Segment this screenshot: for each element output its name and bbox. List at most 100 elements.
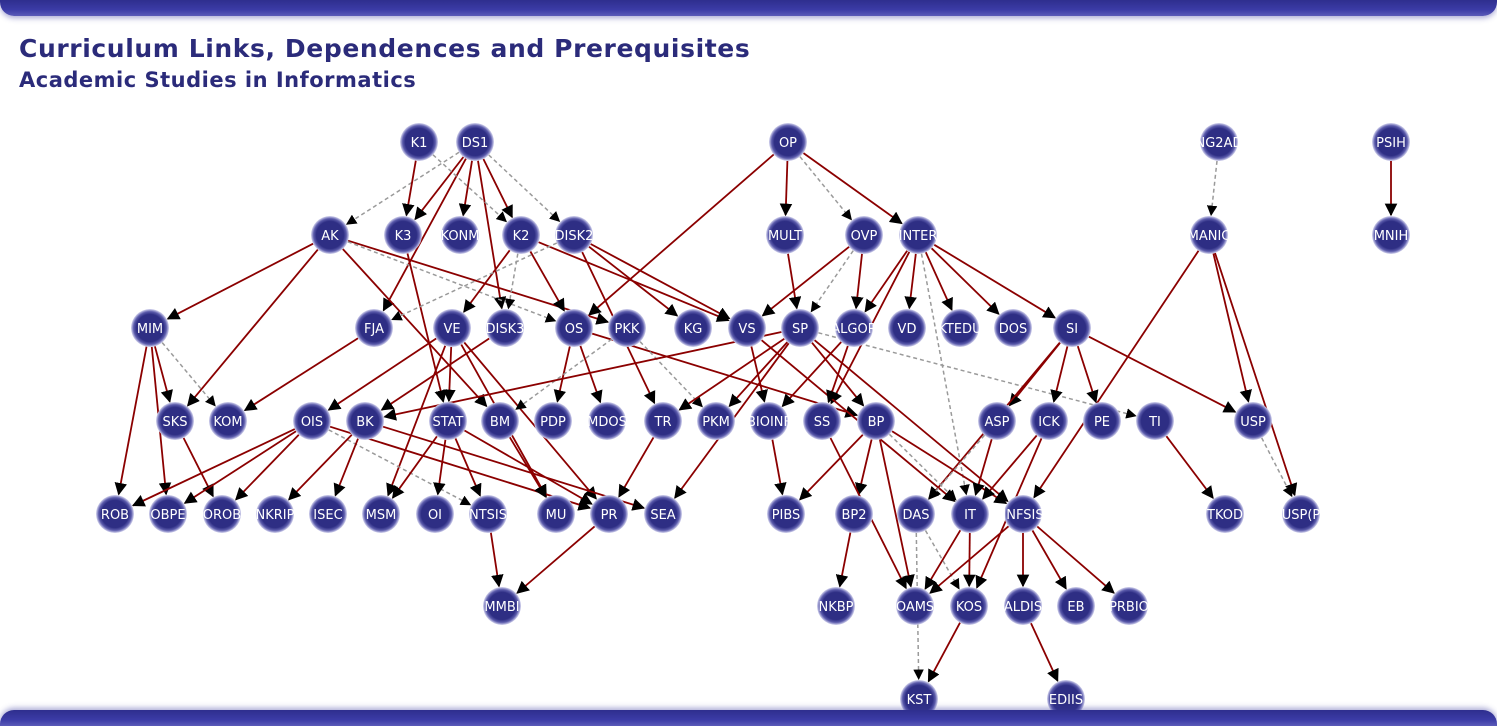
course-node-label: DISK2 xyxy=(555,229,594,244)
course-node-ds1[interactable]: DS1 xyxy=(456,123,494,161)
course-node-bk[interactable]: BK xyxy=(346,402,384,440)
course-node-bioinf[interactable]: BIOINF xyxy=(747,402,791,440)
course-node-bm[interactable]: BM xyxy=(481,402,519,440)
course-node-pdp[interactable]: PDP xyxy=(534,402,572,440)
course-node-label: OI xyxy=(428,508,442,523)
course-node-manic[interactable]: MANIC xyxy=(1188,216,1231,254)
course-node-sp[interactable]: SP xyxy=(781,309,819,347)
course-node-uspp[interactable]: USP(P xyxy=(1282,495,1321,533)
course-node-kst[interactable]: KST xyxy=(900,680,938,718)
course-node-isec[interactable]: ISEC xyxy=(309,495,347,533)
course-node-ovp[interactable]: OVP xyxy=(845,216,883,254)
course-node-circle xyxy=(897,495,935,533)
course-node-rob[interactable]: ROB xyxy=(96,495,134,533)
course-node-psih[interactable]: PSIH xyxy=(1372,123,1410,161)
course-node-label: BIOINF xyxy=(747,415,791,430)
course-node-ntsis[interactable]: NTSIS xyxy=(469,495,507,533)
course-node-inter[interactable]: INTER xyxy=(899,216,938,254)
course-node-circle xyxy=(209,402,247,440)
course-node-k3[interactable]: K3 xyxy=(384,216,422,254)
course-node-pkm[interactable]: PKM xyxy=(697,402,735,440)
edge-ds1-to-k3 xyxy=(414,156,465,221)
course-node-usp[interactable]: USP xyxy=(1234,402,1272,440)
course-node-stat[interactable]: STAT xyxy=(429,402,467,440)
course-node-msm[interactable]: MSM xyxy=(362,495,400,533)
course-node-circle xyxy=(1053,309,1091,347)
course-node-ick[interactable]: ICK xyxy=(1030,402,1068,440)
course-node-eb[interactable]: EB xyxy=(1057,587,1095,625)
course-node-aldis[interactable]: ALDIS xyxy=(1004,587,1042,625)
course-node-bp[interactable]: BP xyxy=(857,402,895,440)
course-node-label: STAT xyxy=(432,415,463,430)
course-node-ediis[interactable]: EDIIS xyxy=(1047,680,1085,718)
course-node-fja[interactable]: FJA xyxy=(355,309,393,347)
course-node-orob[interactable]: OROB xyxy=(203,495,241,533)
course-node-ois[interactable]: OIS xyxy=(293,402,331,440)
course-node-pibs[interactable]: PIBS xyxy=(767,495,805,533)
course-node-ss[interactable]: SS xyxy=(803,402,841,440)
course-node-obpe[interactable]: OBPE xyxy=(149,495,187,533)
course-node-ktedu[interactable]: KTEDU xyxy=(938,309,982,347)
edge-bp-to-pibs xyxy=(799,434,864,501)
edge-fja-to-kom xyxy=(243,337,359,412)
course-node-circle xyxy=(486,309,524,347)
course-node-oams[interactable]: OAMS xyxy=(896,587,934,625)
course-node-ti[interactable]: TI xyxy=(1136,402,1174,440)
course-node-label: PR xyxy=(601,508,618,523)
course-node-op[interactable]: OP xyxy=(769,123,807,161)
course-node-circle xyxy=(346,402,384,440)
course-node-os[interactable]: OS xyxy=(555,309,593,347)
course-node-label: KONM xyxy=(441,229,480,244)
course-node-ve[interactable]: VE xyxy=(433,309,471,347)
course-node-label: AK xyxy=(321,229,339,244)
course-node-pr[interactable]: PR xyxy=(590,495,628,533)
course-node-tkod[interactable]: TKOD xyxy=(1206,495,1244,533)
course-node-kos[interactable]: KOS xyxy=(950,587,988,625)
course-node-kom[interactable]: KOM xyxy=(209,402,247,440)
course-node-ng2ad[interactable]: NG2AD xyxy=(1196,123,1243,161)
edge-k2-to-disk3 xyxy=(504,253,519,310)
course-node-sea[interactable]: SEA xyxy=(644,495,682,533)
course-node-circle xyxy=(767,495,805,533)
course-node-algor[interactable]: ALGOR xyxy=(831,309,877,347)
course-node-kg[interactable]: KG xyxy=(674,309,712,347)
course-node-bp2[interactable]: BP2 xyxy=(835,495,873,533)
course-node-das[interactable]: DAS xyxy=(897,495,935,533)
course-node-circle xyxy=(555,309,593,347)
course-node-label: K3 xyxy=(395,229,412,244)
course-node-vd[interactable]: VD xyxy=(888,309,926,347)
course-node-tr[interactable]: TR xyxy=(644,402,682,440)
course-node-dos[interactable]: DOS xyxy=(994,309,1032,347)
course-node-oi[interactable]: OI xyxy=(416,495,454,533)
course-node-prbio[interactable]: PRBIO xyxy=(1109,587,1149,625)
course-node-mim[interactable]: MIM xyxy=(131,309,169,347)
course-node-it[interactable]: IT xyxy=(951,495,989,533)
course-node-mmbi[interactable]: MMBI xyxy=(483,587,521,625)
course-node-infsis[interactable]: INFSIS xyxy=(1002,495,1044,533)
course-node-nkbp[interactable]: NKBP xyxy=(817,587,855,625)
course-node-ak[interactable]: AK xyxy=(311,216,349,254)
edge-ds1-to-k2 xyxy=(482,158,513,219)
course-node-si[interactable]: SI xyxy=(1053,309,1091,347)
course-node-sks[interactable]: SKS xyxy=(156,402,194,440)
course-node-konm[interactable]: KONM xyxy=(441,216,480,254)
edge-stat-to-ntsis xyxy=(454,438,482,497)
edge-ak-to-os xyxy=(347,241,557,323)
course-node-label: BP xyxy=(868,415,885,430)
edge-ds1-to-fja xyxy=(382,158,467,312)
course-node-mu[interactable]: MU xyxy=(537,495,575,533)
course-node-mnih[interactable]: MNIH xyxy=(1372,216,1410,254)
course-node-label: EB xyxy=(1067,600,1084,615)
edge-os-to-mdos xyxy=(579,345,603,404)
course-node-pe[interactable]: PE xyxy=(1083,402,1121,440)
course-node-mdos[interactable]: MDOS xyxy=(587,402,627,440)
course-node-pkk[interactable]: PKK xyxy=(608,309,646,347)
course-node-disk3[interactable]: DISK3 xyxy=(486,309,525,347)
course-node-disk2[interactable]: DISK2 xyxy=(555,216,594,254)
course-node-mult[interactable]: MULT xyxy=(766,216,804,254)
course-node-asp[interactable]: ASP xyxy=(978,402,1016,440)
course-node-k2[interactable]: K2 xyxy=(502,216,540,254)
course-node-k1[interactable]: K1 xyxy=(400,123,438,161)
course-node-vs[interactable]: VS xyxy=(728,309,766,347)
course-node-nkrip[interactable]: NKRIP xyxy=(256,495,295,533)
